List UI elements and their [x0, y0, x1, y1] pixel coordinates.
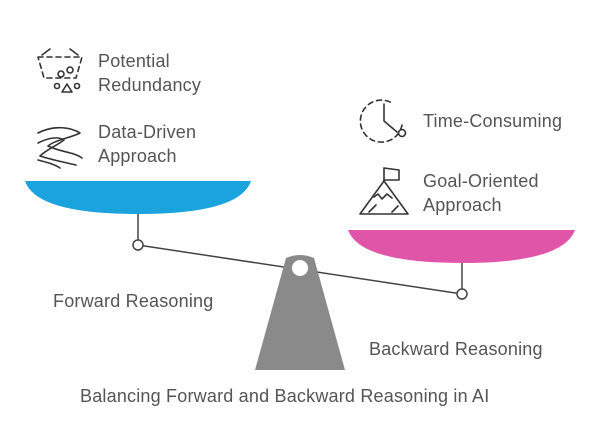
basket-redundancy-icon [37, 48, 83, 93]
backward-reasoning-label: Backward Reasoning [369, 339, 543, 359]
item-line: Approach [98, 146, 177, 166]
left-pan [25, 181, 251, 214]
forward-reasoning-label: Forward Reasoning [53, 291, 214, 311]
item-potential-redundancy: Potential Redundancy [98, 49, 201, 97]
mountain-flag-icon [359, 167, 409, 215]
stopwatch-icon [359, 99, 407, 143]
item-time-consuming: Time-Consuming [423, 109, 562, 133]
left-joint [132, 239, 144, 251]
item-line: Redundancy [98, 75, 202, 95]
item-line: Approach [423, 195, 502, 215]
item-line: Goal-Oriented [423, 171, 539, 191]
item-goal-oriented: Goal-Oriented Approach [423, 169, 539, 217]
item-data-driven: Data-Driven Approach [98, 120, 196, 168]
right-joint [456, 288, 468, 300]
right-pan [348, 230, 575, 263]
item-line: Data-Driven [98, 122, 197, 142]
fulcrum-pivot [292, 260, 308, 276]
fulcrum [255, 255, 345, 370]
winding-path-icon [37, 126, 83, 169]
item-line: Potential [98, 51, 170, 71]
item-line: Time-Consuming [423, 111, 563, 131]
diagram-title: Balancing Forward and Backward Reasoning… [80, 386, 490, 406]
